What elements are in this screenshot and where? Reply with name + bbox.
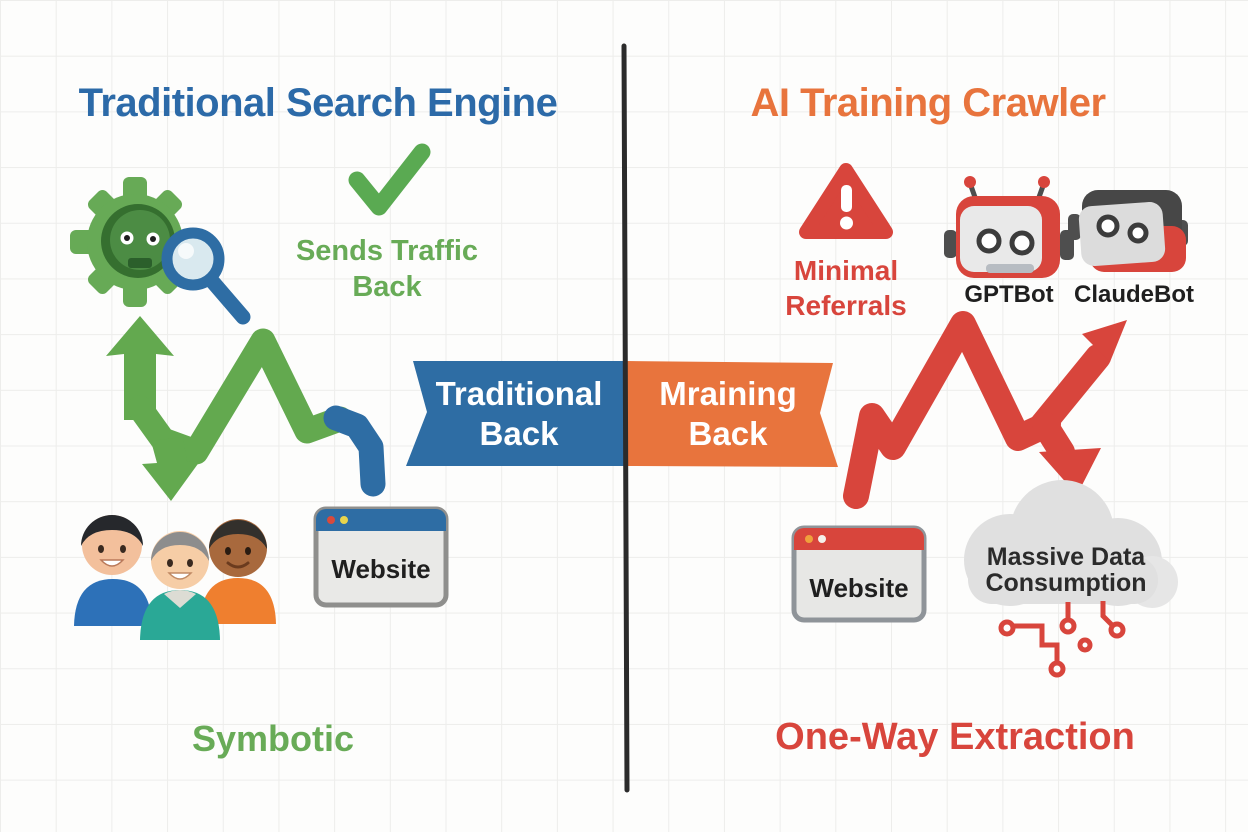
gptbot-label: GPTBot	[964, 281, 1054, 308]
banner-blue-label: Traditional Back	[436, 374, 603, 454]
massive-data-consumption-label: Massive Data Consumption	[985, 544, 1146, 596]
magnifier-icon	[161, 227, 251, 325]
window-dot-red	[327, 516, 335, 524]
claudebot-icon	[1068, 190, 1188, 272]
gptbot-icon	[944, 176, 1074, 278]
cloud-icon	[964, 480, 1178, 608]
browser-window-right	[791, 525, 927, 623]
minimal-referrals-label: Minimal Referrals	[785, 253, 906, 323]
minimal-referrals-line1: Minimal	[793, 255, 899, 286]
sends-traffic-line1: Sends Traffic	[295, 235, 479, 267]
claudebot-label: ClaudeBot	[1074, 281, 1194, 308]
website-label-left: Website	[331, 554, 431, 584]
one-way-extraction-label: One-Way Extraction	[775, 716, 1135, 758]
window-dot-yellow	[340, 516, 348, 524]
sends-traffic-back-label: Sends Traffic Back	[296, 233, 478, 305]
cloud-line1: Massive Data	[986, 543, 1146, 571]
banner-orange	[626, 361, 838, 467]
banner-blue	[406, 361, 626, 466]
cloud-line2: Consumption	[985, 569, 1147, 597]
left-title: Traditional Search Engine	[78, 81, 558, 125]
website-label-right: Website	[809, 573, 909, 603]
zigzag-arrow-icon	[106, 316, 386, 501]
banner-blue-line1: Traditional	[435, 375, 603, 412]
banner-orange-line2: Back	[688, 415, 768, 452]
users-icon	[74, 515, 276, 640]
browser-window-left	[313, 506, 449, 608]
sends-traffic-line2: Back	[352, 271, 422, 303]
banner-blue-line2: Back	[479, 415, 559, 452]
banner-orange-label: Mraining Back	[659, 374, 797, 454]
divider-line	[621, 43, 630, 793]
right-title: AI Training Crawler	[750, 81, 1106, 125]
blue-arrow-tail	[323, 405, 386, 497]
symbiotic-label: Symbotic	[191, 718, 355, 759]
circuit-traces-icon	[998, 601, 1126, 678]
window-dot-white	[818, 535, 826, 543]
banner-orange-line1: Mraining	[659, 375, 797, 412]
warning-icon	[799, 163, 893, 239]
window-dot-orange	[805, 535, 813, 543]
checkmark-icon	[348, 143, 431, 216]
minimal-referrals-line2: Referrals	[785, 290, 907, 321]
extraction-arrow-icon	[843, 311, 1127, 509]
